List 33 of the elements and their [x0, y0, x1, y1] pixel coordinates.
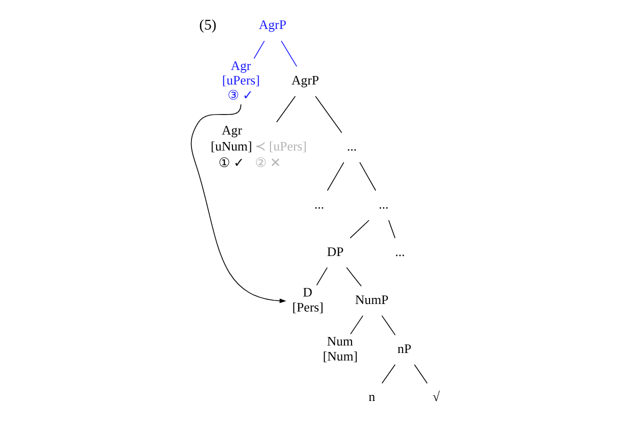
node-text: nP [397, 340, 411, 356]
connector [358, 162, 376, 191]
connector [381, 364, 396, 384]
node-text: DP [326, 244, 344, 259]
connector [346, 267, 362, 287]
connector [388, 220, 395, 239]
node-text: NumP [354, 292, 388, 308]
node-text: Agr [uPers] ③ ✓ [222, 58, 260, 102]
node-label: ② ✕ [254, 154, 281, 170]
connector [326, 162, 344, 191]
node-text: √ [432, 389, 440, 404]
label: (5) [198, 18, 216, 34]
node-text: Num [Num] [322, 334, 358, 364]
node-text: Agr [uNum] ① ✓ [210, 122, 252, 170]
arrow [190, 104, 286, 304]
node-text: ... [314, 196, 324, 212]
node-text: n [368, 389, 375, 404]
connector [414, 364, 428, 384]
node-text: AgrP [291, 72, 319, 88]
node-label: ≺ [uPers] [254, 138, 306, 154]
connector [253, 40, 264, 59]
connector [314, 96, 342, 134]
connector [280, 40, 297, 67]
connector [316, 267, 328, 286]
node-text: D [Pers] [292, 284, 323, 314]
node-text: ... [378, 196, 388, 212]
node-text: AgrP [258, 17, 286, 32]
node-text: ... [346, 138, 356, 154]
connector [350, 315, 363, 334]
node-text: ... [394, 244, 404, 259]
connector [349, 220, 369, 239]
connector [380, 315, 396, 336]
connector [276, 96, 296, 123]
